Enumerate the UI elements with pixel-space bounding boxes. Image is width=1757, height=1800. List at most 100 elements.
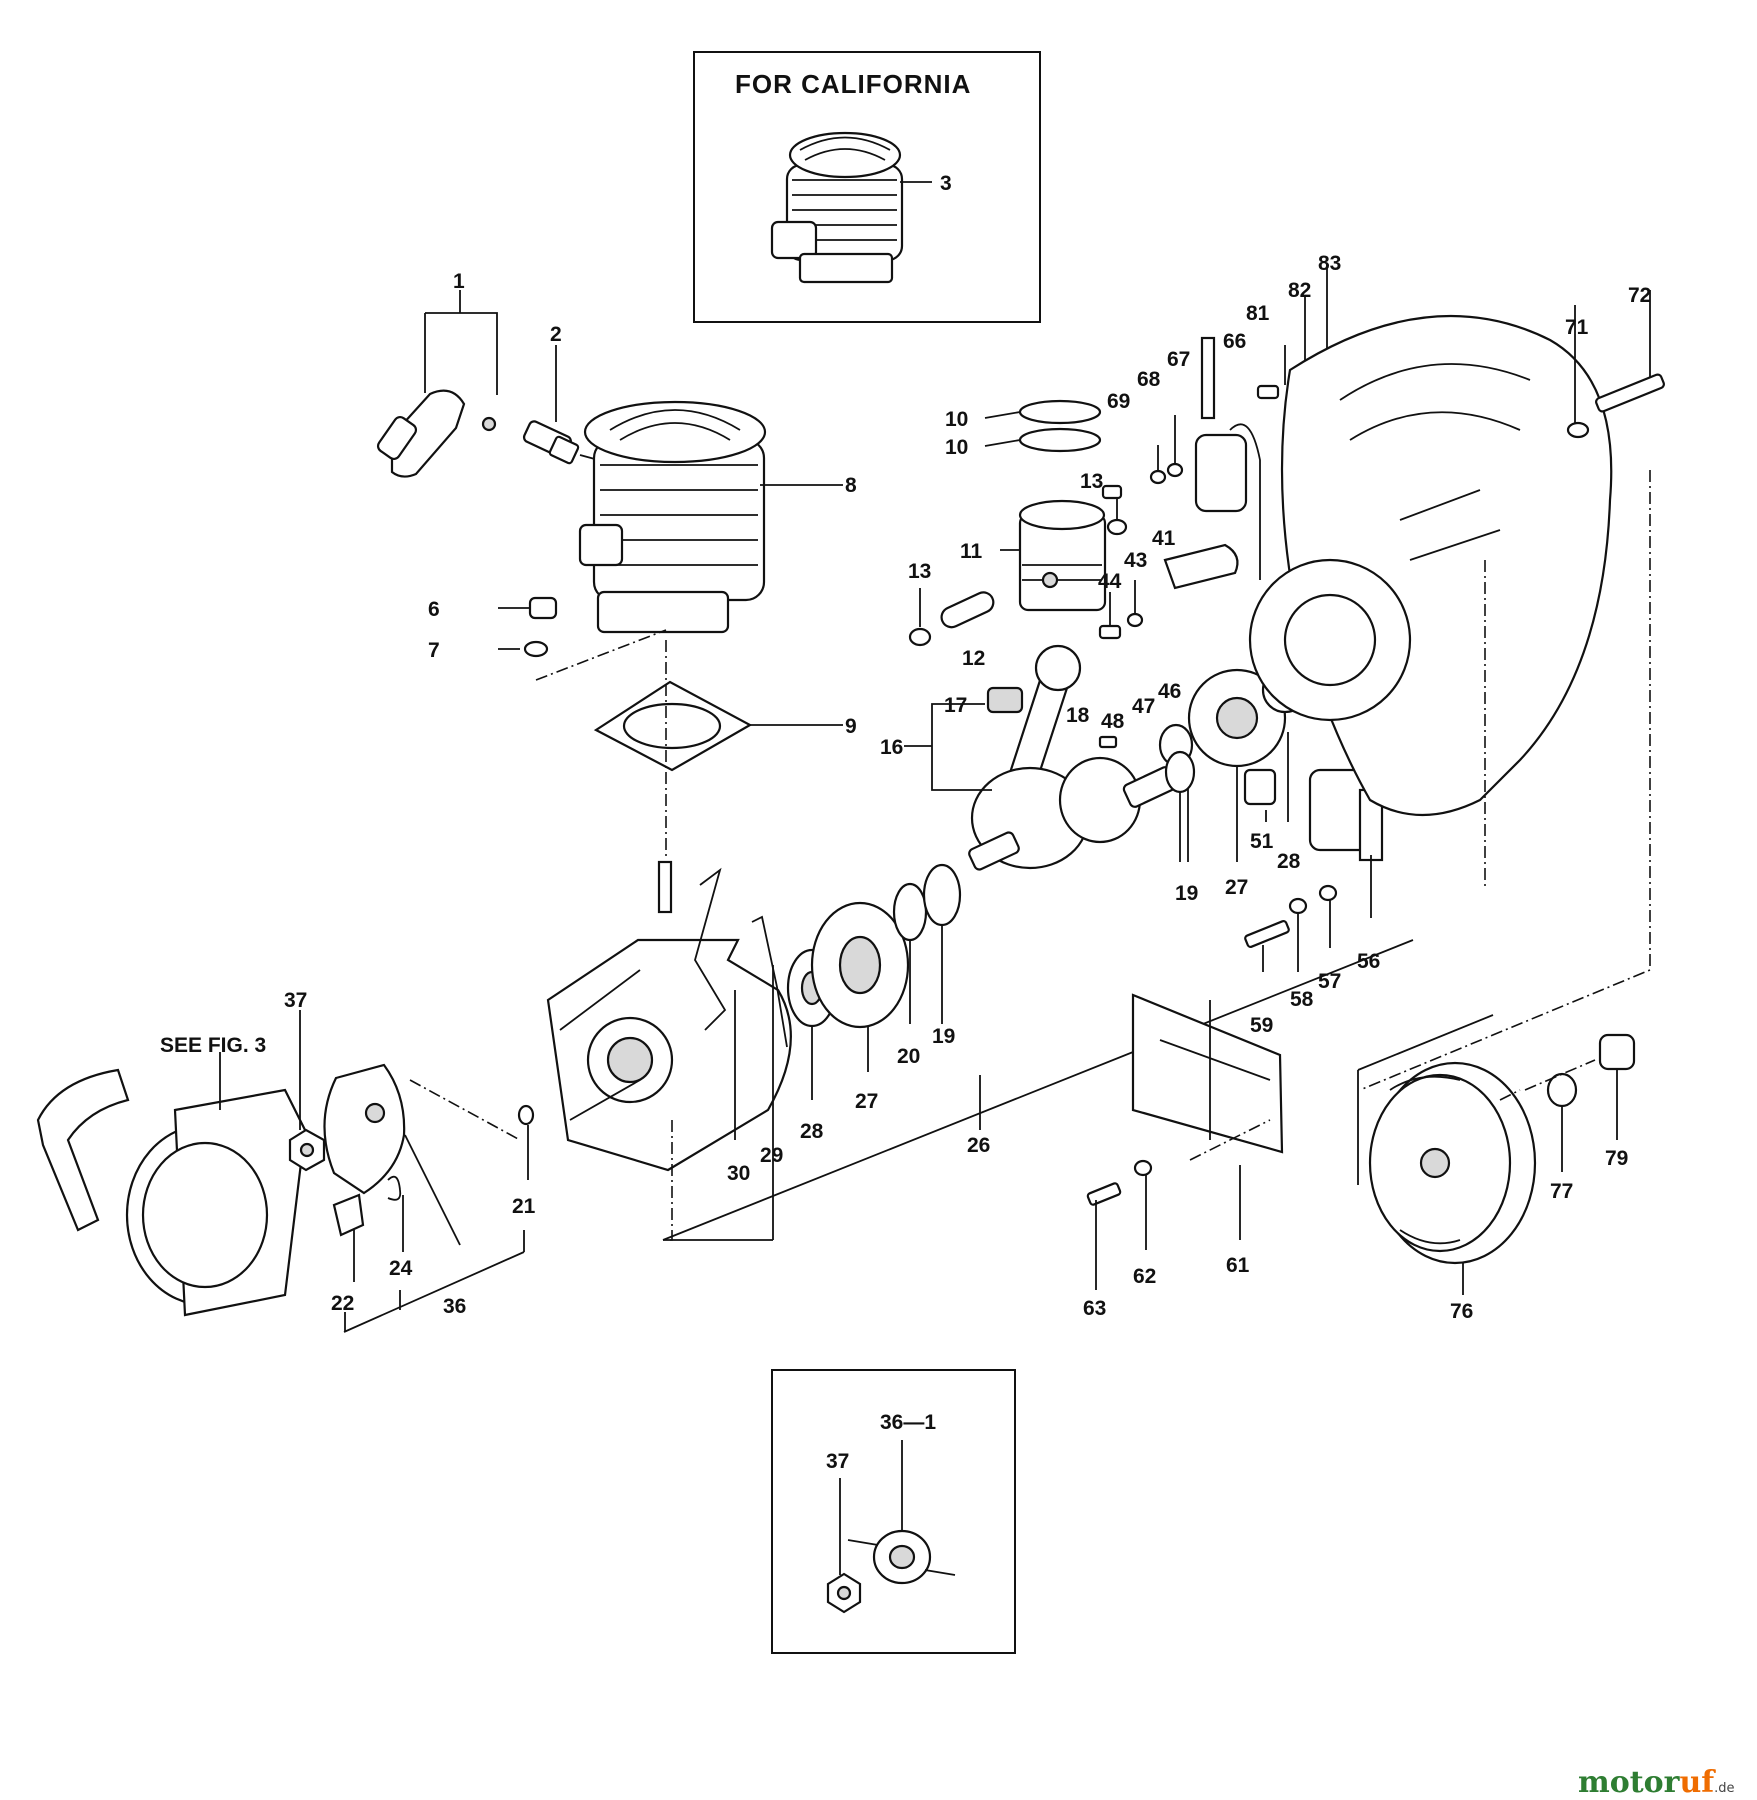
callout-36: 36	[443, 1295, 466, 1318]
callout-79: 79	[1605, 1147, 1628, 1170]
callout-18: 18	[1066, 704, 1090, 727]
callout-13-b: 13	[908, 560, 931, 583]
gasket-drawing	[593, 680, 753, 772]
callout-72: 72	[1628, 284, 1651, 307]
fan-housing-drawing	[1248, 314, 1613, 816]
callout-11: 11	[960, 540, 983, 563]
california-cylinder-drawing	[770, 131, 932, 284]
nut-drawing-37	[288, 1128, 326, 1172]
callout-16: 16	[880, 736, 903, 759]
crankshaft-drawing	[968, 644, 1178, 871]
callout-81: 81	[1246, 302, 1270, 325]
callout-17: 17	[944, 694, 967, 717]
callout-27-left: 27	[855, 1090, 878, 1113]
flywheel-drawing-76	[1368, 1061, 1537, 1265]
watermark-suffix: .de	[1714, 1781, 1734, 1796]
holder-drawing-51	[1243, 768, 1277, 806]
clip-drawing-21	[517, 1104, 535, 1126]
gasket-left-drawing-29-30	[694, 867, 788, 1048]
piston-rings-drawing	[1018, 399, 1102, 453]
callout-8: 8	[845, 474, 857, 497]
callout-69: 69	[1107, 390, 1130, 413]
callout-67: 67	[1167, 348, 1190, 371]
callout-56: 56	[1357, 950, 1380, 973]
motoruf-watermark: motoruf.de	[1578, 1765, 1735, 1800]
callout-labels: 1 2 8 6 7 9 10 10 11 13 13 12 16 17 18 4…	[160, 252, 1651, 1323]
nut-drawing-79	[1598, 1033, 1636, 1071]
recoil-starter-drawing	[36, 1068, 307, 1317]
callout-3: 3	[940, 172, 952, 195]
crankcase-left-drawing	[546, 938, 792, 1172]
callout-51: 51	[1250, 830, 1274, 853]
california-inset: FOR CALIFORNIA 3	[693, 51, 1041, 323]
flywheel-key-drawing	[1163, 543, 1239, 590]
watermark-part2: uf	[1679, 1765, 1716, 1800]
callout-21: 21	[512, 1195, 536, 1218]
bearing-left-drawing	[810, 901, 910, 1029]
piston-drawing	[1018, 499, 1107, 612]
stud-drawing	[657, 860, 673, 914]
clutch-shoe-drawing	[847, 1529, 956, 1585]
pawl-drawing-22	[332, 1193, 365, 1237]
nut-drawing-inset	[826, 1572, 862, 1614]
callout-24: 24	[389, 1257, 413, 1280]
callout-66: 66	[1223, 330, 1246, 353]
callout-82: 82	[1288, 279, 1311, 302]
callout-7: 7	[428, 639, 440, 662]
see-fig-note: SEE FIG. 3	[160, 1034, 266, 1057]
callout-46: 46	[1158, 680, 1181, 703]
cylinder-drawing	[578, 400, 767, 634]
spark-plug-cap-drawing	[376, 389, 497, 478]
california-inset-title: FOR CALIFORNIA	[735, 69, 971, 99]
callout-57: 57	[1318, 970, 1341, 993]
spring-drawing-24	[387, 1175, 402, 1201]
svg-text:motoruf.de: motoruf.de	[1578, 1765, 1735, 1800]
callout-58: 58	[1290, 988, 1314, 1011]
callout-12: 12	[962, 647, 985, 670]
callout-43: 43	[1124, 549, 1147, 572]
callout-59: 59	[1250, 1014, 1273, 1037]
bolt-drawing-72	[1566, 373, 1665, 439]
callout-48: 48	[1101, 710, 1125, 733]
callout-61: 61	[1226, 1254, 1250, 1277]
callout-9: 9	[845, 715, 857, 738]
callout-1: 1	[453, 270, 465, 293]
callout-29: 29	[760, 1144, 783, 1167]
callout-27-right: 27	[1225, 876, 1248, 899]
callout-13-a: 13	[1080, 470, 1103, 493]
callout-41: 41	[1152, 527, 1176, 550]
callout-10-b: 10	[945, 436, 968, 459]
bolt-washer-drawing-57-59	[1244, 884, 1338, 948]
nut-drawing-6	[528, 596, 558, 620]
needle-bearing-drawing	[986, 686, 1024, 714]
callout-10-a: 10	[945, 408, 968, 431]
callout-20: 20	[897, 1045, 920, 1068]
shim-drawing-20	[892, 882, 928, 942]
callout-2: 2	[550, 323, 562, 346]
circlip-drawing	[908, 518, 1128, 647]
callout-6: 6	[428, 598, 440, 621]
callout-76: 76	[1450, 1300, 1473, 1323]
callout-28-right: 28	[1277, 850, 1301, 873]
callout-47: 47	[1132, 695, 1155, 718]
spark-plug-drawing	[522, 420, 580, 465]
coil-module-drawing-56	[1308, 768, 1384, 862]
callout-62: 62	[1133, 1265, 1156, 1288]
screw-drawing-63	[1086, 1159, 1153, 1206]
callout-83: 83	[1318, 252, 1341, 275]
callout-37-inset: 37	[826, 1450, 849, 1473]
callout-22: 22	[331, 1292, 354, 1315]
callout-68: 68	[1137, 368, 1161, 391]
callout-26: 26	[967, 1134, 990, 1157]
callout-77: 77	[1550, 1180, 1573, 1203]
callout-71: 71	[1565, 316, 1589, 339]
callout-19-right: 19	[1175, 882, 1198, 905]
callout-28-left: 28	[800, 1120, 824, 1143]
callout-63: 63	[1083, 1297, 1106, 1320]
pawl-drawing-36	[323, 1063, 406, 1195]
bottom-inset: 36—1 37	[771, 1369, 1016, 1654]
callout-30: 30	[727, 1162, 750, 1185]
key-drawing	[1098, 735, 1118, 749]
callout-44: 44	[1098, 570, 1122, 593]
callout-36-1: 36—1	[880, 1411, 936, 1434]
